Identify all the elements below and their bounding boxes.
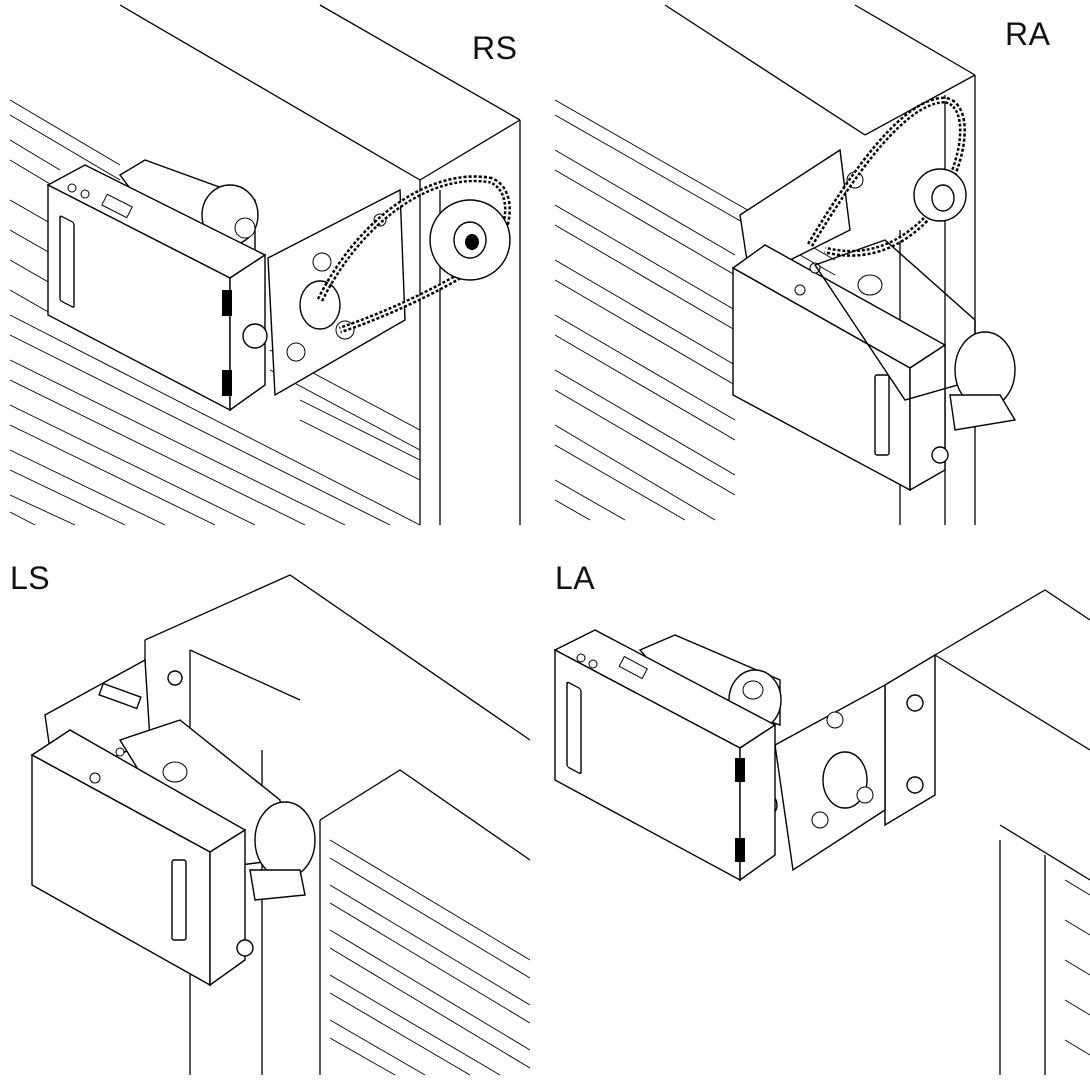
panel-ra: RA <box>545 0 1090 530</box>
la-shutter-slats <box>1064 879 1090 1056</box>
ls-shutter-slats <box>329 839 531 1076</box>
ls-illustration <box>30 574 531 1076</box>
rs-control-box <box>46 164 267 412</box>
ra-illustration <box>554 4 1017 525</box>
ra-motor <box>813 239 1017 431</box>
panel-label-la: LA <box>555 560 596 596</box>
la-motor <box>638 634 782 731</box>
la-illustration <box>553 589 1090 1075</box>
panel-la: LA <box>545 540 1090 1080</box>
rs-drive-chain <box>316 175 511 334</box>
la-wall-plate <box>884 653 936 827</box>
ra-drive-chain <box>806 96 967 257</box>
la-mounting-plate <box>752 683 886 872</box>
ra-control-box <box>731 244 949 492</box>
panel-rs: RS <box>0 0 545 530</box>
panel-label-ls: LS <box>10 560 51 596</box>
rs-shutter-slats <box>9 99 421 526</box>
rs-illustration <box>9 4 521 526</box>
la-control-box <box>553 629 777 882</box>
panel-ls: LS <box>0 540 545 1080</box>
ls-control-box <box>30 729 254 987</box>
panel-label-rs: RS <box>472 30 518 66</box>
panel-label-ra: RA <box>1005 16 1051 52</box>
